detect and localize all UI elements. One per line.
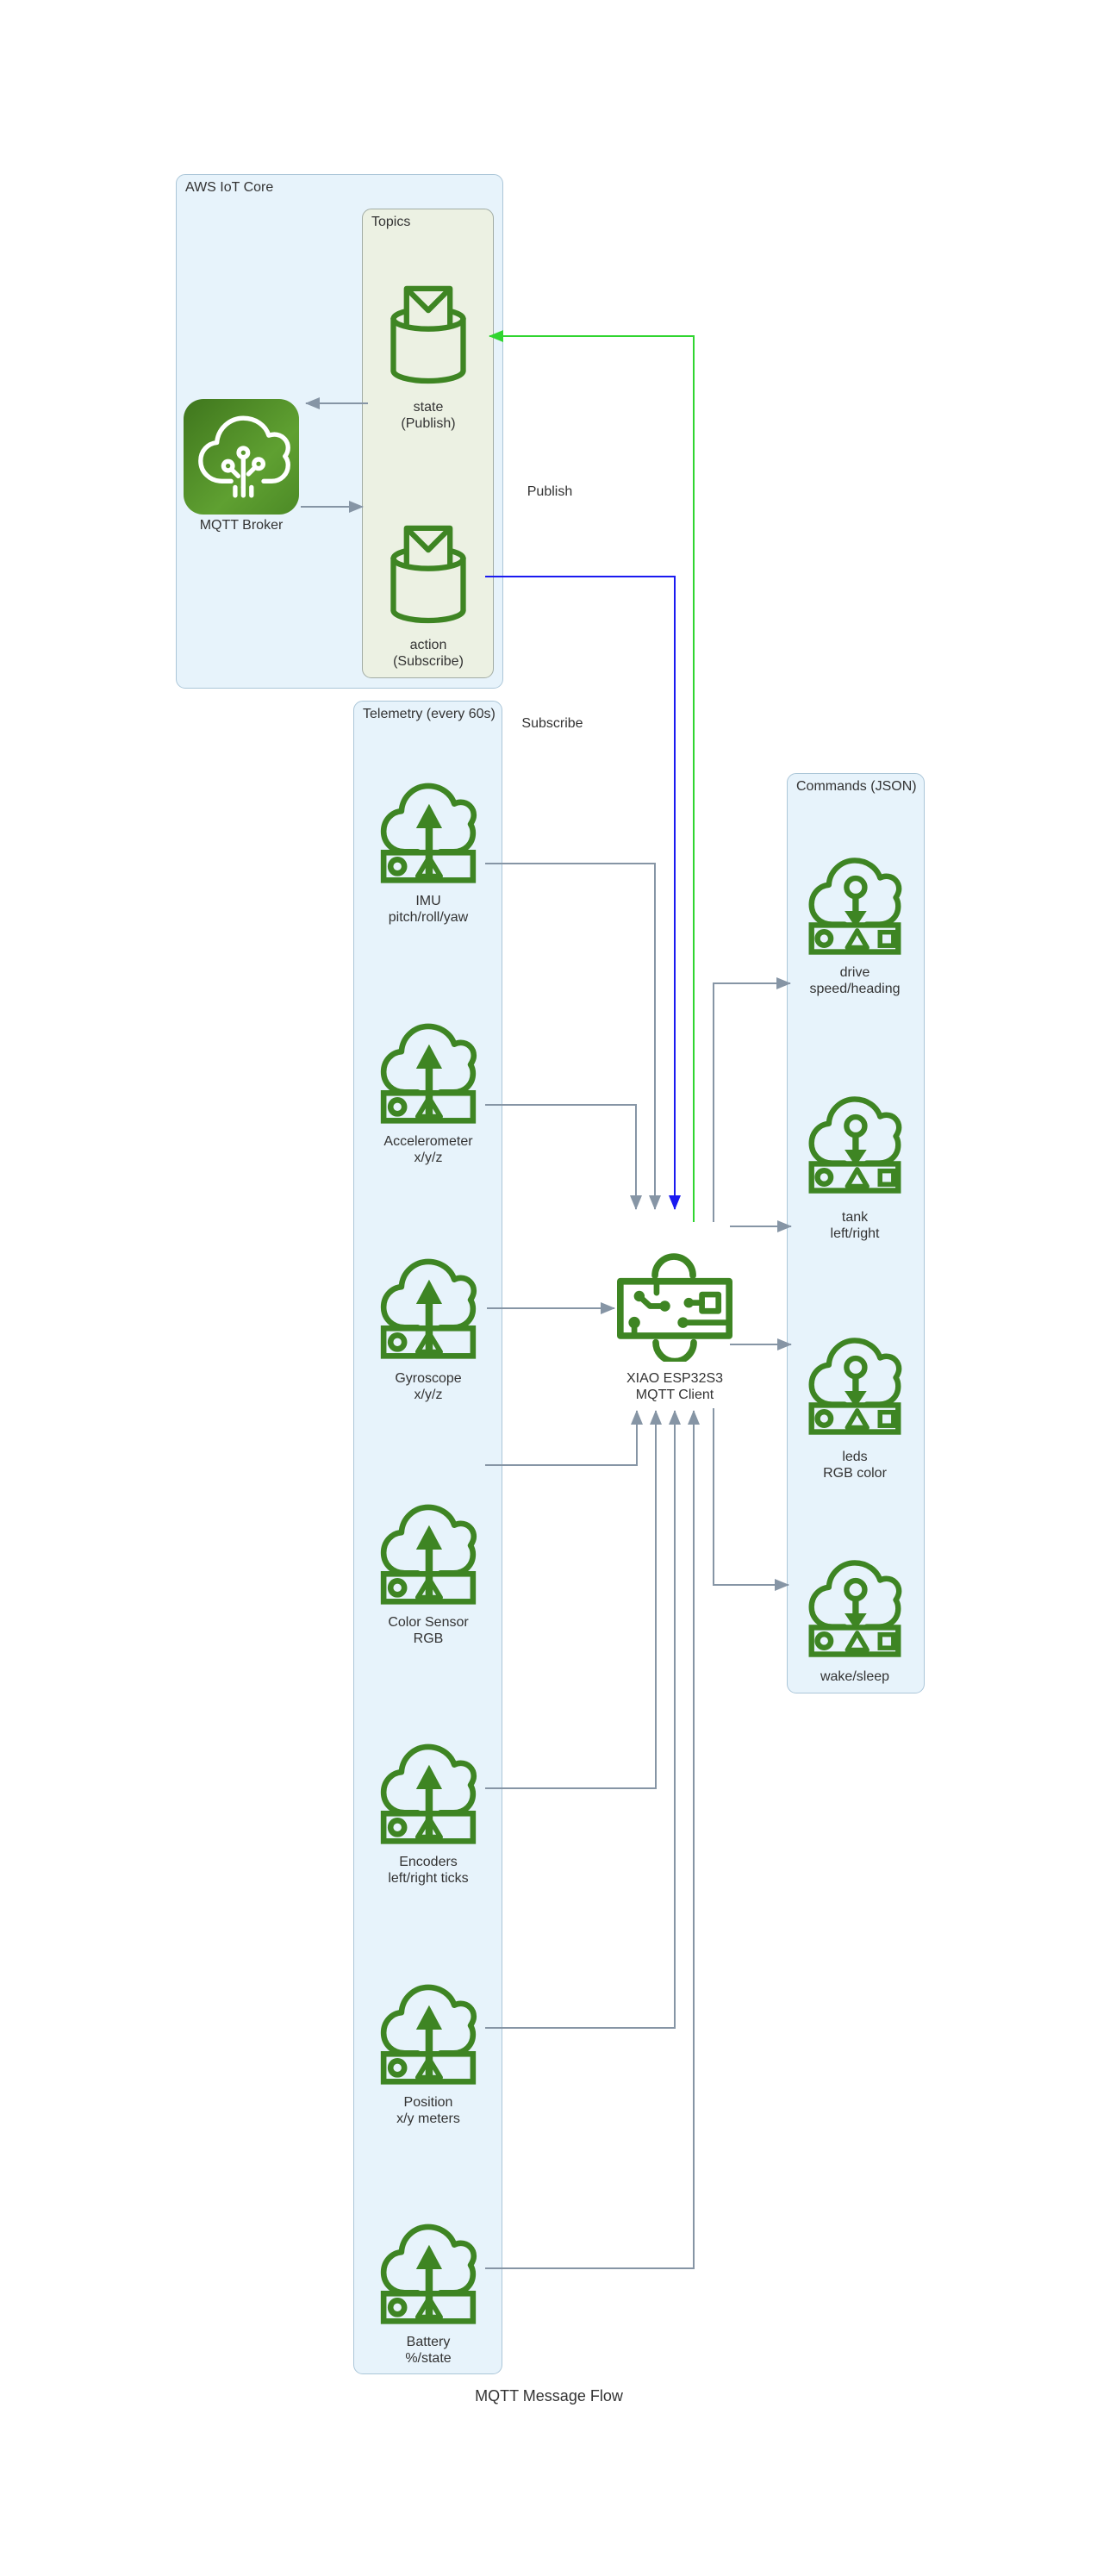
cloud-download-icon-drive	[805, 846, 905, 957]
state-topic-label: state (Publish)	[401, 400, 456, 431]
cloud-upload-icon-encoders	[379, 1732, 477, 1846]
edge-esp32-to-drive	[713, 977, 791, 1222]
cloud-upload-icon-position	[379, 1973, 477, 2086]
commands-title: Commands (JSON)	[796, 779, 917, 794]
imu-label: IMU pitch/roll/yaw	[388, 894, 469, 925]
diagram-caption: MQTT Message Flow	[475, 2387, 623, 2404]
encoders-label: Encoders left/right ticks	[388, 1855, 469, 1886]
esp32-label: XIAO ESP32S3 MQTT Client	[626, 1371, 724, 1402]
tank-label: tank left/right	[830, 1210, 880, 1241]
edge-action-to-esp32-subscribe	[485, 576, 681, 1210]
drive-label: drive speed/heading	[809, 965, 901, 996]
edge-color-to-esp32	[485, 1410, 643, 1466]
topics-box: Topics	[362, 209, 494, 678]
edge-accel-to-esp32	[485, 1104, 642, 1210]
leds-label: leds RGB color	[823, 1450, 887, 1481]
position-label: Position x/y meters	[396, 2095, 460, 2126]
topics-title: Topics	[371, 215, 411, 229]
accelerometer-label: Accelerometer x/y/z	[383, 1134, 473, 1165]
action-topic-label: action (Subscribe)	[393, 638, 464, 669]
topic-queue-icon-action	[390, 518, 467, 630]
cloud-upload-icon-color-sensor	[379, 1493, 477, 1606]
wakesleep-label: wake/sleep	[820, 1669, 890, 1684]
edge-battery-to-esp32	[485, 1410, 700, 2269]
edge-esp32-to-wakesleep	[713, 1408, 789, 1591]
topic-queue-icon-state	[390, 278, 467, 390]
color-sensor-label: Color Sensor RGB	[388, 1615, 469, 1646]
cloud-download-icon-tank	[805, 1085, 905, 1195]
cloud-upload-icon-battery	[379, 2212, 477, 2326]
edge-imu-to-esp32	[485, 863, 661, 1210]
mqtt-broker-icon	[184, 399, 299, 515]
subscribe-edge-label: Subscribe	[521, 716, 583, 731]
edge-position-to-esp32	[485, 1410, 681, 2029]
cloud-upload-icon-accelerometer	[379, 1012, 477, 1126]
cloud-upload-icon-gyroscope	[379, 1247, 477, 1361]
edge-esp32-to-state-publish	[489, 330, 695, 1222]
telemetry-title: Telemetry (every 60s)	[363, 707, 496, 721]
aws-iot-core-title: AWS IoT Core	[185, 180, 274, 195]
cloud-upload-icon-imu	[379, 771, 477, 885]
battery-label: Battery %/state	[405, 2335, 452, 2366]
publish-edge-label: Publish	[527, 484, 573, 499]
esp32-chip-icon	[617, 1250, 732, 1362]
mqtt-broker-label: MQTT Broker	[199, 518, 284, 533]
cloud-download-icon-wakesleep	[805, 1549, 905, 1659]
gyroscope-label: Gyroscope x/y/z	[395, 1371, 462, 1402]
edge-encoders-to-esp32	[485, 1410, 662, 1789]
cloud-download-icon-leds	[805, 1326, 905, 1437]
